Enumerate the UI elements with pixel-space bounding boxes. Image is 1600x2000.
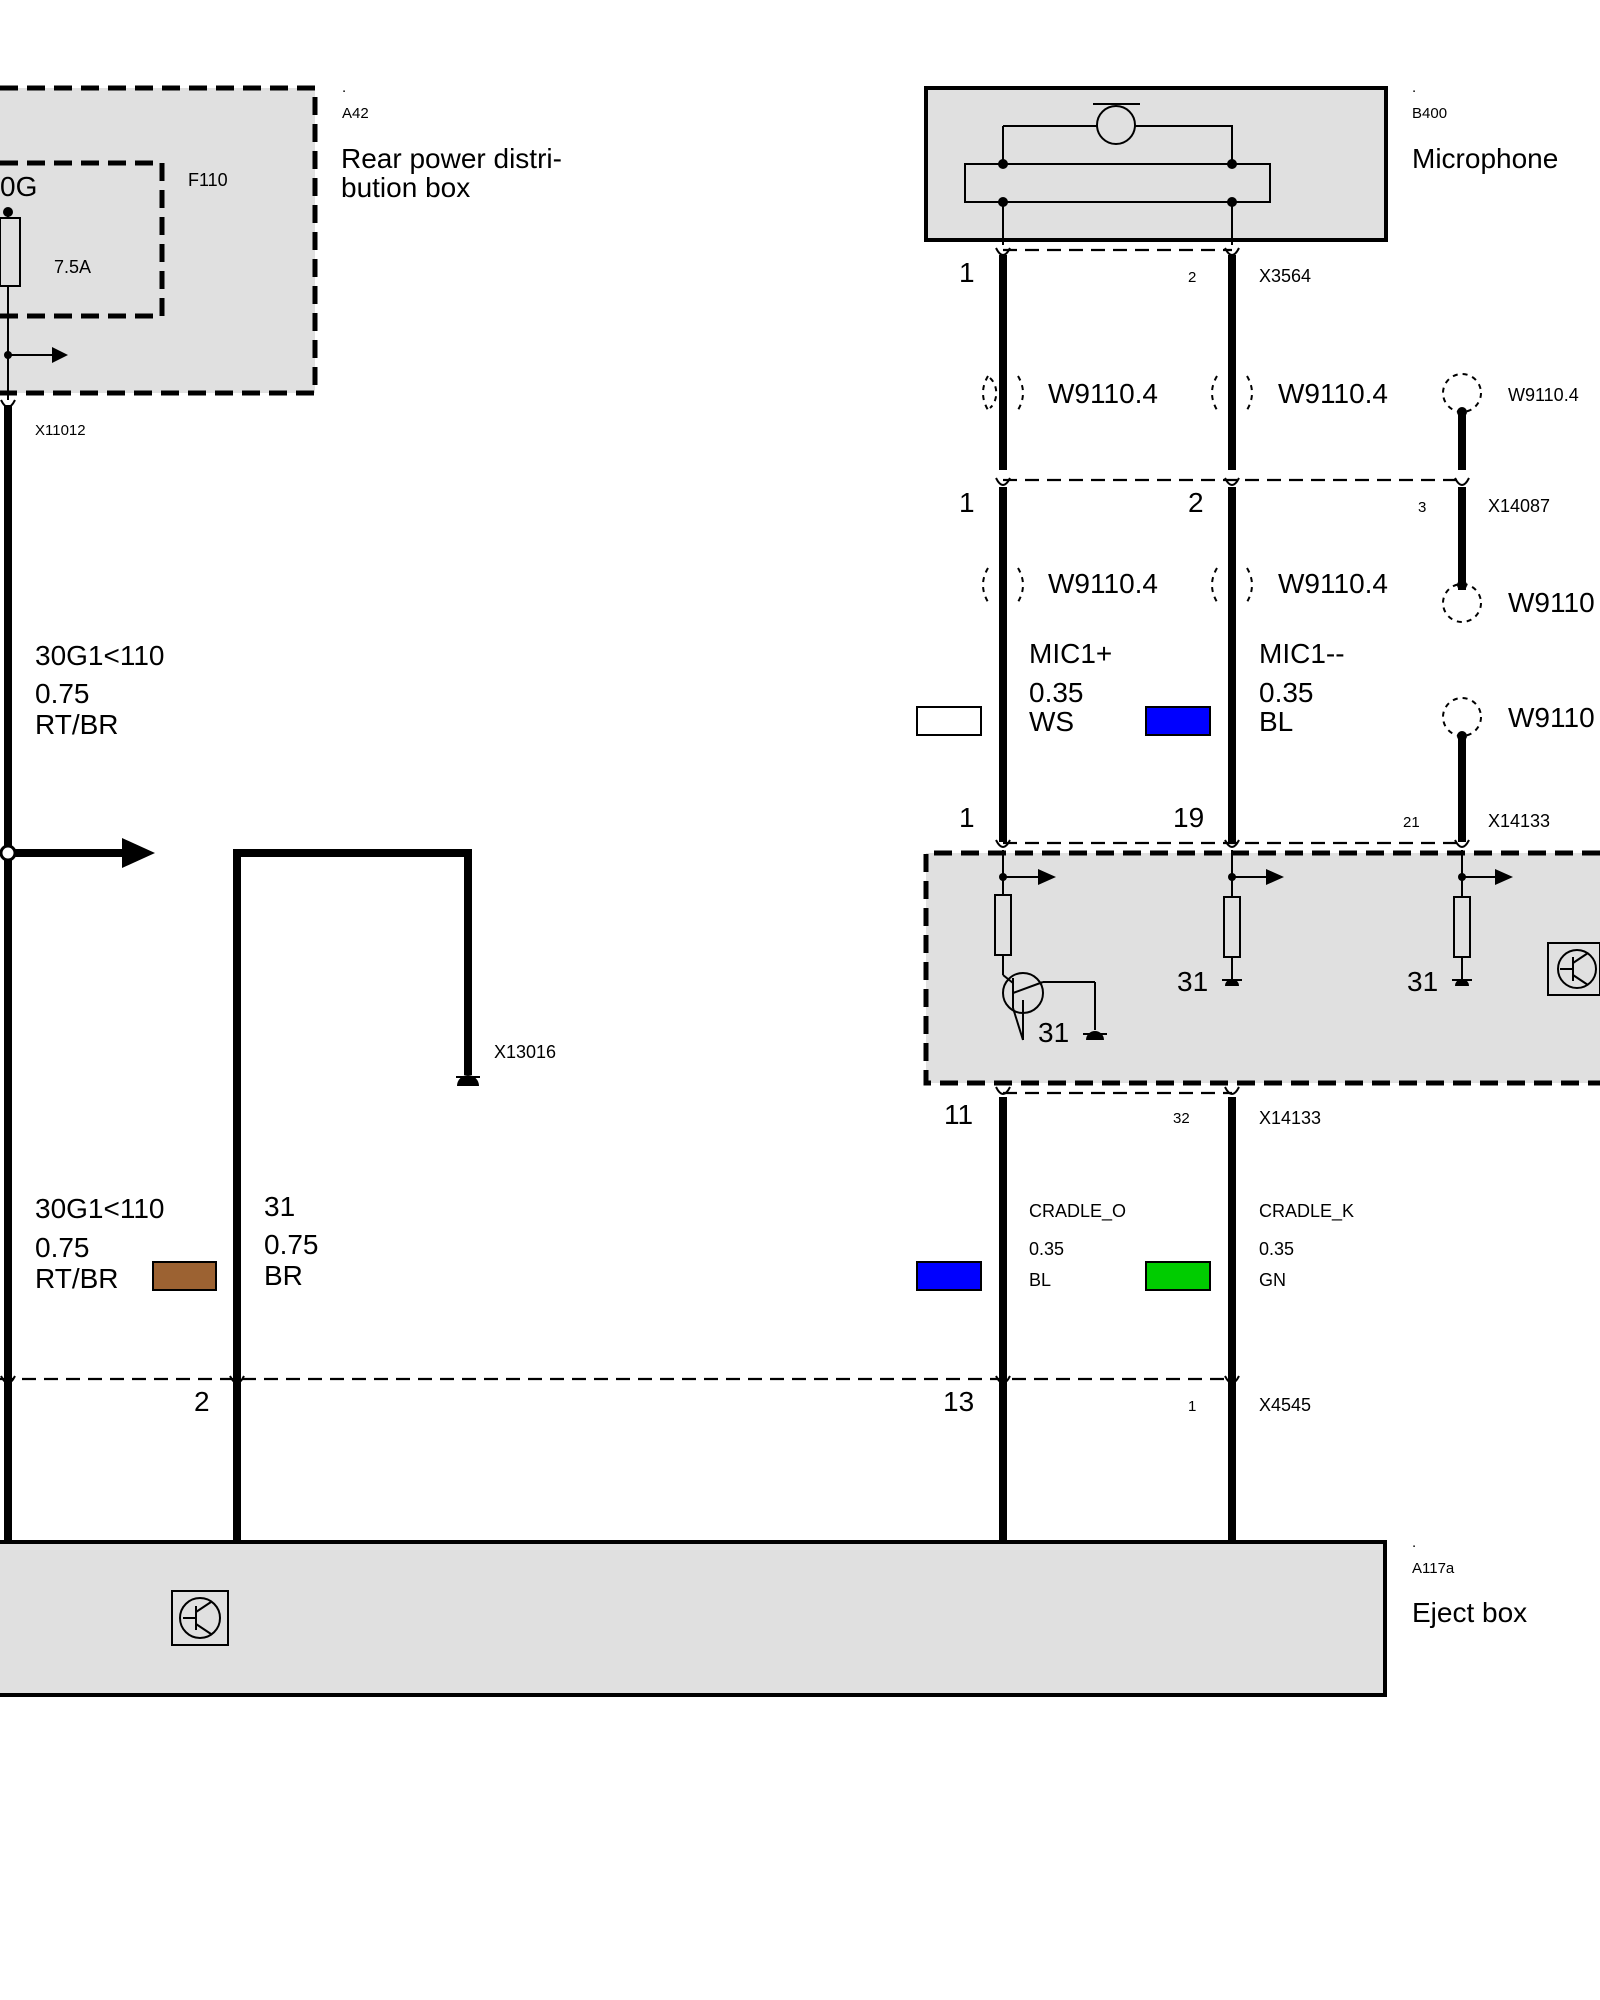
cradle-o-size: 0.35 <box>1029 1239 1064 1259</box>
cradle-k-color-swatch <box>1145 1261 1211 1291</box>
connector-x14087: 1 2 3 X14087 <box>959 477 1550 518</box>
b400-name: Microphone <box>1412 143 1558 174</box>
x14133-top-pin-21: 21 <box>1403 814 1420 831</box>
x4545-pin-1: 1 <box>1188 1398 1196 1415</box>
connector-x14133-top: 1 19 21 X14133 <box>959 802 1550 848</box>
power-top-color: RT/BR <box>35 709 119 740</box>
power-top-size: 0.75 <box>35 678 90 709</box>
shield-c1: W9110.4 <box>1508 385 1579 405</box>
a42-name-line2: bution box <box>341 172 470 203</box>
mic-plus-signal: MIC1+ <box>1029 638 1112 669</box>
fuse-rating: 7.5A <box>54 257 91 277</box>
microphone-b400: . B400 Microphone <box>924 79 1558 245</box>
shield-c3: W9110 <box>1508 702 1595 733</box>
shield-c2: W9110 <box>1508 587 1595 618</box>
x14133-bottom-label: X14133 <box>1259 1108 1321 1128</box>
ground-label-2: 31 <box>1177 966 1208 997</box>
x14087-label: X14087 <box>1488 496 1550 516</box>
power-bottom-color: RT/BR <box>35 1263 119 1294</box>
connector-x11012: X11012 <box>0 399 86 439</box>
mic-plus-color: WS <box>1029 706 1074 737</box>
mic-wire-labels: MIC1+ 0.35 WS MIC1-- 0.35 BL <box>916 638 1345 737</box>
mic-minus-color: BL <box>1259 706 1293 737</box>
mic-minus-color-swatch <box>1145 706 1211 736</box>
mic-minus-signal: MIC1-- <box>1259 638 1345 669</box>
connector-x4545: 2 13 1 X4545 <box>0 1375 1311 1417</box>
ground-size: 0.75 <box>264 1229 319 1260</box>
electronic-module-icon <box>1547 942 1600 996</box>
connector-x3564: 1 2 X3564 <box>959 247 1311 288</box>
fuse-f110: 0G F110 7.5A <box>0 170 228 400</box>
x11012-label: X11012 <box>35 422 86 439</box>
x3564-label: X3564 <box>1259 266 1311 286</box>
shield-a1: W9110.4 <box>1048 378 1158 409</box>
x4545-pin-2: 2 <box>194 1386 210 1417</box>
a117a-dot: . <box>1412 1534 1416 1551</box>
ground-signal: 31 <box>264 1191 295 1222</box>
fuse-id: F110 <box>188 170 228 190</box>
shield-markers-row2: W9110.4 W9110.4 W9110 W9110 <box>982 567 1595 741</box>
power-bottom-size: 0.75 <box>35 1232 90 1263</box>
mic-wires <box>999 255 1466 842</box>
cradle-k-signal: CRADLE_K <box>1259 1201 1354 1222</box>
x14133-top-label: X14133 <box>1488 811 1550 831</box>
cradle-k-size: 0.35 <box>1259 1239 1294 1259</box>
a42-name-line1: Rear power distri- <box>341 143 562 174</box>
x3564-pin-1: 1 <box>959 257 975 288</box>
shield-a2: W9110.4 <box>1048 568 1158 599</box>
a42-id: A42 <box>342 105 369 122</box>
a42-dot: . <box>342 79 346 96</box>
mic-minus-size: 0.35 <box>1259 677 1314 708</box>
a117a-id: A117a <box>1412 1560 1455 1577</box>
eject-box-a117a: . A117a Eject box <box>0 1534 1527 1697</box>
b400-dot: . <box>1412 79 1416 96</box>
power-wire-30g1: 30G1<110 0.75 RT/BR 30G1<110 0.75 RT/BR <box>0 405 217 1545</box>
cradle-k-color: GN <box>1259 1270 1286 1290</box>
x3564-pin-2: 2 <box>1188 269 1196 286</box>
power-top-signal: 30G1<110 <box>35 640 165 671</box>
x14133-top-pin-19: 19 <box>1173 802 1204 833</box>
x14133-top-pin-1: 1 <box>959 802 975 833</box>
fuse-partial-label: 0G <box>0 171 37 202</box>
x14087-pin-3: 3 <box>1418 499 1426 516</box>
ground-label-3: 31 <box>1407 966 1438 997</box>
mic-plus-color-swatch <box>916 706 982 736</box>
electronic-module-icon <box>171 1590 229 1646</box>
connector-x14133-bottom: 11 32 X14133 <box>944 1086 1321 1130</box>
ground-color: BR <box>264 1260 303 1291</box>
shield-b1: W9110.4 <box>1278 378 1388 409</box>
x4545-pin-13: 13 <box>943 1386 974 1417</box>
cradle-o-signal: CRADLE_O <box>1029 1201 1126 1222</box>
a117a-name: Eject box <box>1412 1597 1527 1628</box>
shield-b2: W9110.4 <box>1278 568 1388 599</box>
cradle-o-color-swatch <box>916 1261 982 1291</box>
x14087-pin-2: 2 <box>1188 487 1204 518</box>
mic-plus-size: 0.35 <box>1029 677 1084 708</box>
control-module-box: 31 31 31 <box>923 850 1600 1086</box>
x14087-pin-1: 1 <box>959 487 975 518</box>
cradle-o-color: BL <box>1029 1270 1051 1290</box>
b400-id: B400 <box>1412 105 1447 122</box>
x4545-label: X4545 <box>1259 1395 1311 1415</box>
x13016-label: X13016 <box>494 1042 556 1062</box>
ground-label-1: 31 <box>1038 1017 1069 1048</box>
rear-power-distribution-box: . A42 Rear power distri- bution box <box>0 79 562 396</box>
x14133-bottom-pin-11: 11 <box>944 1099 973 1130</box>
power-color-swatch <box>152 1261 217 1291</box>
ground-wire-31: X13016 31 0.75 BR <box>233 849 556 1545</box>
x14133-bottom-pin-32: 32 <box>1173 1110 1190 1127</box>
shield-markers-row1: W9110.4 W9110.4 W9110.4 <box>982 373 1579 417</box>
power-bottom-signal: 30G1<110 <box>35 1193 165 1224</box>
cradle-wires: CRADLE_O 0.35 BL CRADLE_K 0.35 GN <box>916 1097 1354 1545</box>
